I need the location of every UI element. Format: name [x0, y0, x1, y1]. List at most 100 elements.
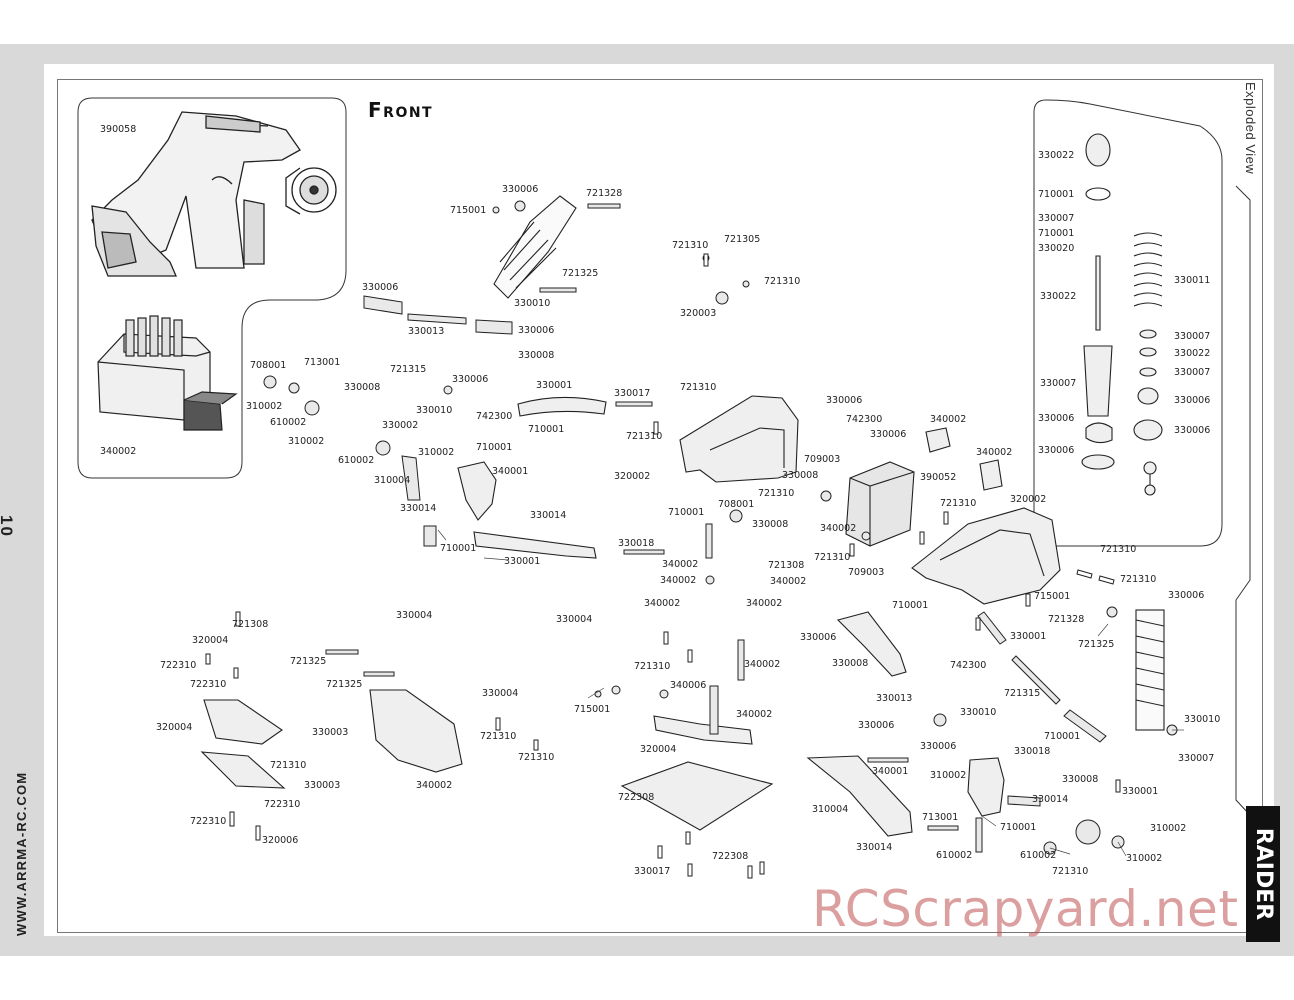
- part-callout: 710001: [476, 442, 513, 453]
- part-callout: 330006: [452, 374, 489, 385]
- part-callout: 710001: [668, 507, 705, 518]
- part-callout: 320002: [1010, 494, 1047, 505]
- part-callout: 742300: [950, 660, 987, 671]
- part-callout: 330014: [856, 842, 893, 853]
- part-callout: 330014: [1032, 794, 1069, 805]
- part-callout: 709003: [804, 454, 841, 465]
- part-callout: 330007: [1174, 331, 1211, 342]
- part-callout: 330008: [344, 382, 381, 393]
- part-callout: 330022: [1038, 150, 1075, 161]
- part-callout: 713001: [304, 357, 341, 368]
- part-callout: 721328: [586, 188, 623, 199]
- part-callout: 722310: [160, 660, 197, 671]
- part-callout: 340002: [930, 414, 967, 425]
- pin-k: [927, 825, 959, 831]
- part-callout: 330020: [1038, 243, 1075, 254]
- part-callout: 330017: [614, 388, 651, 399]
- brand-logo: RAIDER: [1246, 806, 1280, 942]
- skid-plate: [200, 751, 286, 789]
- part-callout: 330006: [362, 282, 399, 293]
- part-callout: 330017: [634, 866, 671, 877]
- bottom-band: [0, 936, 1294, 956]
- part-callout: 721310: [1052, 866, 1089, 877]
- part-callout: 340001: [492, 466, 529, 477]
- part-callout: 340002: [660, 575, 697, 586]
- part-callout: 330007: [1040, 378, 1077, 389]
- part-callout: 340002: [770, 576, 807, 587]
- part-callout: 721310: [672, 240, 709, 251]
- left-band: [0, 44, 44, 956]
- part-callout: 340002: [100, 446, 137, 457]
- front-shock-right: [1135, 609, 1165, 731]
- shock-parts-column: [1081, 133, 1163, 496]
- part-callout: 330007: [1038, 213, 1075, 224]
- part-callout: 710001: [1038, 189, 1075, 200]
- pin-f: [615, 401, 653, 407]
- pin-u: [975, 817, 983, 853]
- top-band: [0, 44, 1294, 64]
- part-callout: 713001: [922, 812, 959, 823]
- frame-diagonal: [1235, 185, 1251, 816]
- pin-a: [587, 203, 621, 209]
- part-callout: 310002: [1126, 853, 1163, 864]
- bulkhead: [369, 689, 463, 773]
- part-callout: 715001: [1034, 591, 1071, 602]
- part-callout: 721325: [326, 679, 363, 690]
- part-callout: 721305: [724, 234, 761, 245]
- part-callout: 742300: [846, 414, 883, 425]
- part-callout: 721310: [758, 488, 795, 499]
- part-callout: 330006: [1174, 395, 1211, 406]
- pin-i: [363, 671, 395, 677]
- servo-mount-b: [979, 459, 1003, 491]
- chassis-right: [911, 507, 1061, 605]
- inset-panel: [77, 97, 347, 479]
- part-callout: 722308: [618, 792, 655, 803]
- part-callout: 721315: [390, 364, 427, 375]
- part-callout: 390052: [920, 472, 957, 483]
- section-title: Front: [368, 98, 434, 122]
- part-callout: 330010: [416, 405, 453, 416]
- part-callout: 330008: [1062, 774, 1099, 785]
- part-callout: 709003: [848, 567, 885, 578]
- part-callout: 721325: [562, 268, 599, 279]
- part-callout: 722310: [190, 816, 227, 827]
- part-callout: 330001: [1122, 786, 1159, 797]
- part-callout: 330014: [400, 503, 437, 514]
- part-callout: 330001: [1010, 631, 1047, 642]
- pin-s: [1007, 795, 1041, 807]
- part-callout: 721310: [1100, 544, 1137, 555]
- part-callout: 310002: [418, 447, 455, 458]
- part-callout: 330010: [960, 707, 997, 718]
- part-callout: 742300: [476, 411, 513, 422]
- part-callout: 330018: [1014, 746, 1051, 757]
- part-callout: 310002: [930, 770, 967, 781]
- part-callout: 610002: [1020, 850, 1057, 861]
- part-callout: 330013: [876, 693, 913, 704]
- chassis-plate: [620, 761, 774, 831]
- part-callout: 330008: [782, 470, 819, 481]
- part-callout: 710001: [1000, 822, 1037, 833]
- part-callout: 320006: [262, 835, 299, 846]
- part-callout: 390058: [100, 124, 137, 135]
- part-callout: 340006: [670, 680, 707, 691]
- front-lower-arm-left: [473, 531, 597, 559]
- part-callout: 330007: [1174, 367, 1211, 378]
- part-callout: 320004: [640, 744, 677, 755]
- pin-d: [475, 319, 513, 335]
- part-callout: 330010: [514, 298, 551, 309]
- pin-t: [423, 525, 437, 547]
- bumper-brace: [203, 699, 283, 745]
- part-callout: 721325: [290, 656, 327, 667]
- part-callout: 708001: [250, 360, 287, 371]
- front-shock-left: [493, 195, 577, 299]
- steering-rack: [653, 715, 753, 745]
- part-callout: 330001: [504, 556, 541, 567]
- front-upper-arm-right: [836, 611, 907, 677]
- part-callout: 310004: [374, 475, 411, 486]
- pin-o: [705, 523, 713, 559]
- part-callout: 710001: [1044, 731, 1081, 742]
- pin-b: [539, 287, 577, 293]
- part-callout: 722308: [712, 851, 749, 862]
